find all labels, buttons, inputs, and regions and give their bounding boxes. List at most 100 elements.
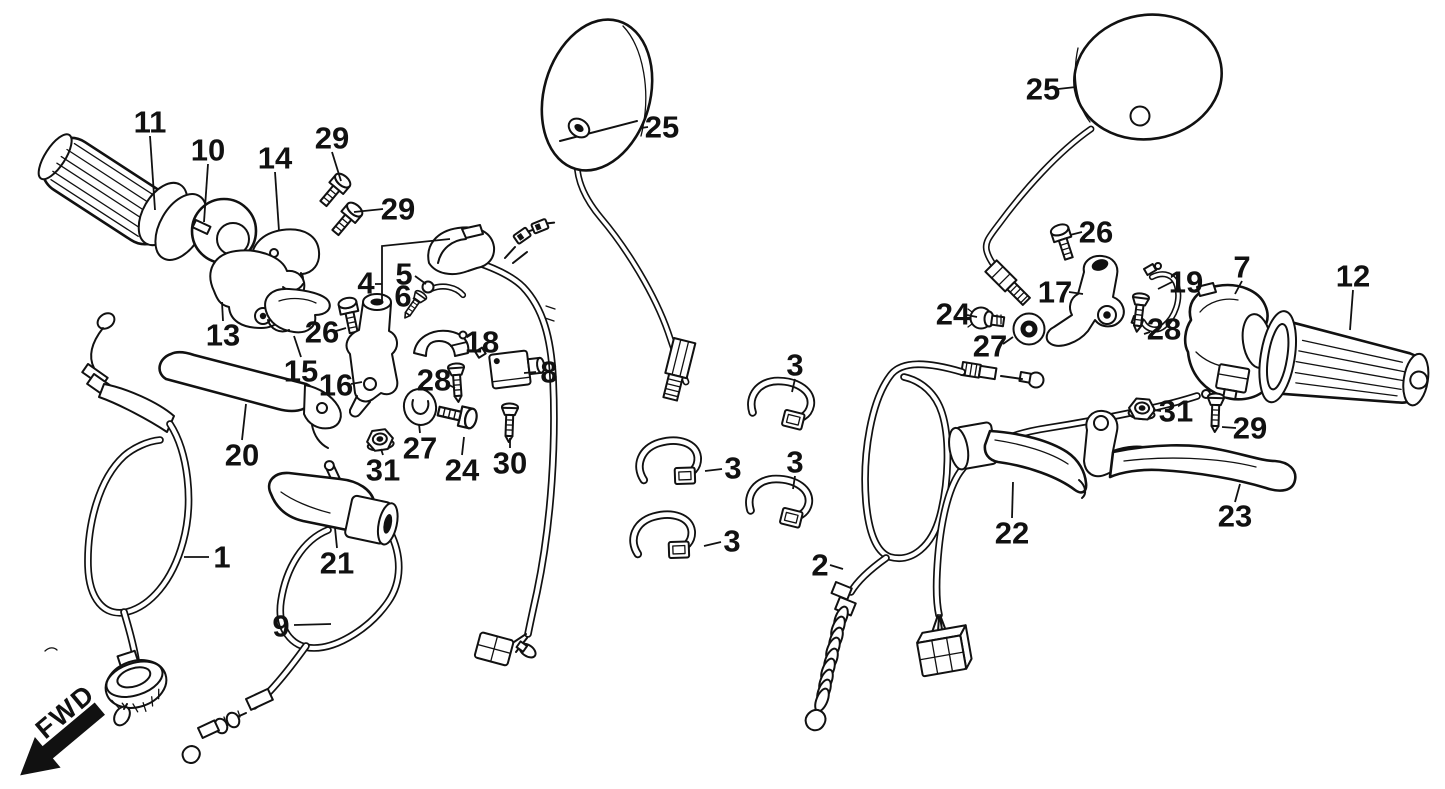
lever-cover-21 xyxy=(267,460,399,546)
switch-housing-7 xyxy=(1183,282,1273,401)
leader-line-24 xyxy=(966,314,978,318)
part-label-5: 5 xyxy=(395,257,412,292)
switch-8 xyxy=(474,346,546,390)
leader-line-25 xyxy=(640,126,649,129)
cable-9 xyxy=(181,530,399,764)
part-label-10: 10 xyxy=(191,133,225,168)
leader-line-26 xyxy=(335,327,347,332)
throttle-pipe xyxy=(190,197,258,265)
part-label-27: 27 xyxy=(973,329,1007,364)
part-label-23: 23 xyxy=(1218,499,1252,534)
part-label-28: 28 xyxy=(1147,312,1181,347)
leader-line-31 xyxy=(380,448,384,456)
wire-harness-left xyxy=(474,215,555,667)
part-label-3: 3 xyxy=(724,451,741,486)
part-label-26: 26 xyxy=(305,315,339,350)
part-label-3: 3 xyxy=(786,445,803,480)
part-label-14: 14 xyxy=(258,141,293,176)
part-label-18: 18 xyxy=(465,325,499,360)
cable-9-adjuster-end xyxy=(181,687,274,764)
part-label-24: 24 xyxy=(445,453,480,488)
part-label-2: 2 xyxy=(811,548,828,583)
nut-31-right xyxy=(1127,396,1157,422)
wire-harness-right xyxy=(916,396,1197,678)
part-label-13: 13 xyxy=(206,318,240,353)
clamp-18 xyxy=(413,329,470,357)
part-label-1: 1 xyxy=(213,540,230,575)
stray-mark xyxy=(44,647,58,652)
leader-line-18 xyxy=(449,341,468,347)
leader-line-5 xyxy=(414,275,427,285)
part-label-31: 31 xyxy=(366,453,400,488)
leader-line-25 xyxy=(1057,86,1077,90)
leader-line-7 xyxy=(1234,280,1243,295)
strap-5 xyxy=(421,280,464,296)
leader-line-9 xyxy=(293,623,332,626)
cable-clamp-3c xyxy=(747,476,811,529)
leader-line-3 xyxy=(792,475,796,490)
screw-30 xyxy=(499,402,520,444)
leader-line-20 xyxy=(241,403,247,441)
part-label-19: 19 xyxy=(1169,265,1203,300)
clutch-cable-2 xyxy=(804,362,1045,732)
part-label-30: 30 xyxy=(493,446,527,481)
part-label-25: 25 xyxy=(1026,72,1060,107)
leader-line-31 xyxy=(1152,409,1162,412)
leader-line-26 xyxy=(1069,231,1083,236)
grommet-27-left xyxy=(402,388,438,426)
bolt-26-right xyxy=(1048,221,1079,263)
leader-line-23 xyxy=(1234,483,1241,503)
part-label-31: 31 xyxy=(1159,394,1193,429)
part-label-11: 11 xyxy=(134,105,167,140)
fwd-arrow: FWD xyxy=(20,678,105,776)
part-label-16: 16 xyxy=(319,368,353,403)
throttle-cable-1 xyxy=(81,312,188,727)
leader-line-15 xyxy=(293,335,302,358)
part-label-24: 24 xyxy=(936,297,971,332)
part-label-15: 15 xyxy=(284,354,318,389)
leader-line-3 xyxy=(791,378,796,393)
leader-line-29 xyxy=(1221,426,1237,429)
mirror-right-25 xyxy=(985,13,1223,306)
leader-line-6 xyxy=(412,297,421,304)
adjuster-24-right xyxy=(965,306,1006,330)
leader-line-22 xyxy=(1011,481,1014,519)
cable-clamp-3b xyxy=(636,436,702,492)
part-label-28: 28 xyxy=(417,363,451,398)
leader-line-11 xyxy=(149,135,156,211)
part-label-4: 4 xyxy=(357,266,375,301)
mirror-left-25 xyxy=(540,18,697,402)
clutch-lever-20 xyxy=(158,350,342,449)
grommet-27-right xyxy=(1012,312,1046,346)
bolt-24-left xyxy=(435,400,480,431)
switch-pod-4 xyxy=(427,224,496,276)
cable-spring-boot xyxy=(814,605,849,713)
leader-line-28 xyxy=(446,383,456,389)
lever-cover-22 xyxy=(948,421,1088,499)
part-label-6: 6 xyxy=(394,279,411,314)
leader-line-14 xyxy=(274,171,280,232)
part-label-25: 25 xyxy=(645,110,679,145)
leader-line-28 xyxy=(1143,331,1151,335)
brake-lever-23 xyxy=(1083,409,1297,492)
part-label-29: 29 xyxy=(381,192,415,227)
part-label-8: 8 xyxy=(540,355,557,390)
leader-line-3 xyxy=(704,468,723,472)
leader-line-27 xyxy=(1002,336,1014,345)
part-label-17: 17 xyxy=(1038,275,1072,310)
leader-line-29 xyxy=(353,208,384,213)
leader-line-29 xyxy=(331,151,342,182)
leader-line-10 xyxy=(203,163,209,223)
leader-line-13 xyxy=(221,301,224,322)
leader-line-3 xyxy=(703,541,722,547)
part-label-26: 26 xyxy=(1079,215,1113,250)
screw-29-left-b xyxy=(327,198,366,240)
part-label-27: 27 xyxy=(403,431,437,466)
nut-31-left xyxy=(364,427,396,453)
leader-line-19 xyxy=(1157,281,1173,290)
cable-clamp-3a xyxy=(749,378,813,431)
cable-clamp-3d xyxy=(630,510,696,566)
